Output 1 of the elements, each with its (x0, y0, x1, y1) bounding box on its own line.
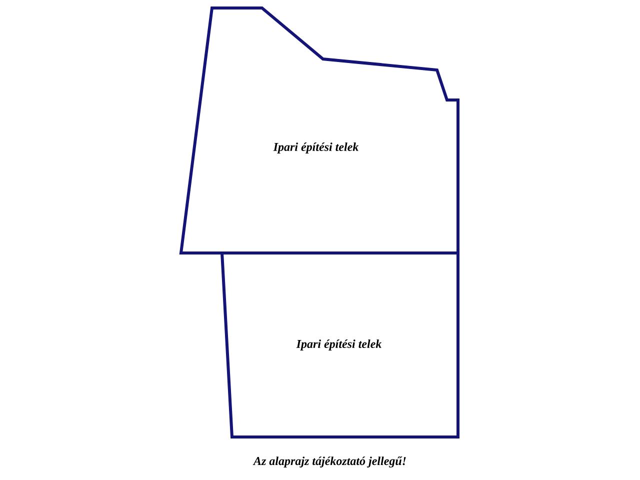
caption: Az alaprajz tájékoztató jellegű! (252, 456, 406, 468)
